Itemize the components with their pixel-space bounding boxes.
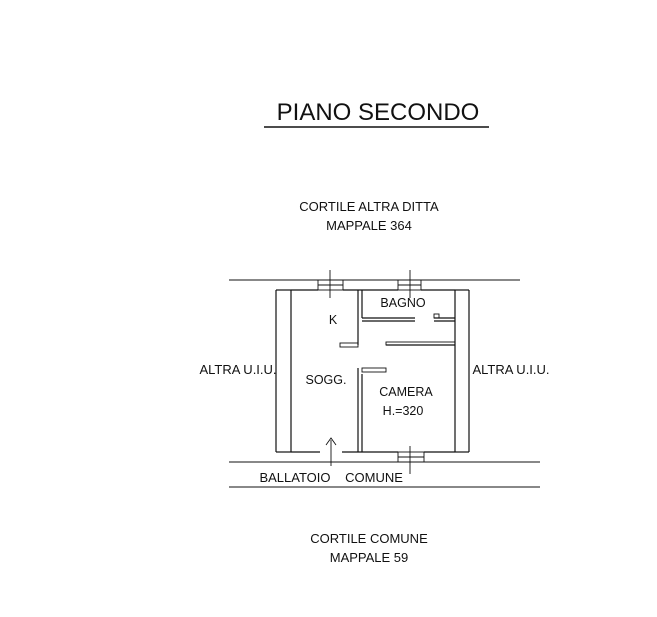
plan-title: PIANO SECONDO xyxy=(277,99,480,126)
room-label-bedroom: CAMERA xyxy=(379,385,433,399)
door-stubs xyxy=(339,341,456,373)
top-window-left xyxy=(317,270,344,298)
right-unit-label: ALTRA U.I.U. xyxy=(472,362,549,377)
room-label-kitchen: K xyxy=(329,313,338,327)
top-window-right xyxy=(397,270,422,298)
room-label-bathroom: BAGNO xyxy=(380,296,425,310)
bathroom-partition xyxy=(362,313,455,322)
interior-partition-vertical xyxy=(357,290,363,452)
room-label-living: SOGG. xyxy=(306,373,347,387)
top-parcel-label: MAPPALE 364 xyxy=(326,218,412,233)
right-party-wall xyxy=(454,289,470,453)
bottom-parcel-label: MAPPALE 59 xyxy=(330,550,409,565)
left-party-wall xyxy=(275,289,292,453)
top-courtyard-label: CORTILE ALTRA DITTA xyxy=(299,199,439,214)
left-unit-label: ALTRA U.I.U. xyxy=(199,362,276,377)
bottom-courtyard-label: CORTILE COMUNE xyxy=(310,531,428,546)
corridor-label-left: BALLATOIO xyxy=(259,470,330,485)
corridor-label-right: COMUNE xyxy=(345,470,403,485)
room-height-label: H.=320 xyxy=(383,404,424,418)
